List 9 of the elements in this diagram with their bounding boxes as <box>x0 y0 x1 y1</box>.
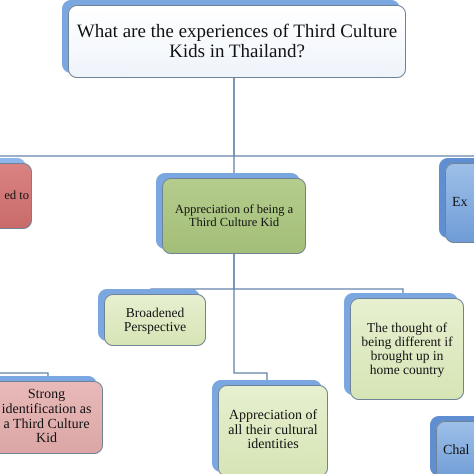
box-text: The thought of being different if brought up in home country <box>360 320 454 378</box>
box-text: Appreciation of being a Third Culture Kid <box>174 202 294 230</box>
box-text: Ex <box>452 196 468 210</box>
box-text: Appreciation of all their cultural identities <box>227 408 319 454</box>
box-text: ed to <box>4 189 29 203</box>
box-text: Broadened Perspective <box>122 306 188 334</box>
box-text: What are the experiences of Third Culture Kids in Thailand? <box>76 22 398 62</box>
box-text: Strong identification as a Third Culture Kid <box>0 388 92 447</box>
box-text: Chal <box>443 444 470 458</box>
